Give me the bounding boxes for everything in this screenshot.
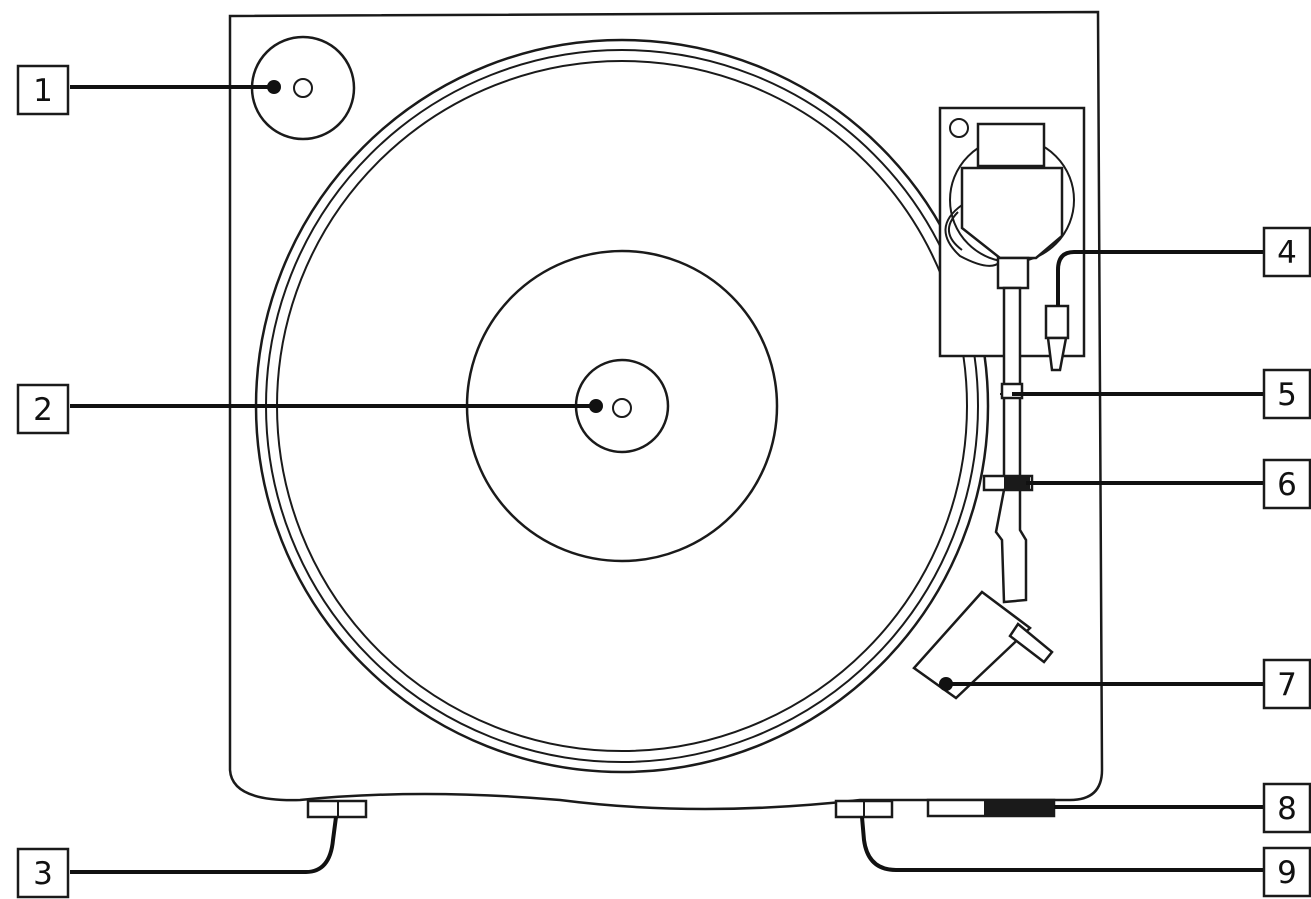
svg-text:9: 9: [1277, 855, 1297, 891]
turntable-body: [228, 10, 1104, 811]
callout-1: 1: [16, 64, 70, 116]
leader-9: [860, 816, 1264, 872]
headshell: [912, 590, 1032, 700]
callout-8: 8: [1262, 782, 1311, 834]
leader-4: [1056, 250, 1264, 306]
callout-3: 3: [16, 847, 70, 899]
svg-text:8: 8: [1277, 791, 1297, 827]
svg-text:1: 1: [33, 73, 53, 109]
svg-text:3: 3: [33, 856, 53, 892]
finger-lift: [1008, 622, 1054, 664]
arm-lift: [1044, 304, 1070, 340]
callout-2: 2: [16, 383, 70, 435]
tonearm-lower: [994, 488, 1028, 604]
speed-switch-knob: [984, 800, 1054, 816]
svg-text:2: 2: [33, 392, 53, 428]
svg-text:7: 7: [1277, 667, 1297, 703]
callout-6: 6: [1262, 458, 1311, 510]
counterweight-top: [976, 122, 1046, 168]
svg-text:6: 6: [1277, 467, 1297, 503]
leader-3: [70, 816, 338, 874]
callout-7: 7: [1262, 658, 1311, 710]
callout-4: 4: [1262, 226, 1311, 278]
callout-5: 5: [1262, 368, 1311, 420]
svg-text:4: 4: [1277, 235, 1297, 271]
tonearm-gimbal: [960, 166, 1064, 260]
callout-9: 9: [1262, 846, 1311, 898]
svg-text:5: 5: [1277, 377, 1297, 413]
spindle: [612, 398, 632, 418]
